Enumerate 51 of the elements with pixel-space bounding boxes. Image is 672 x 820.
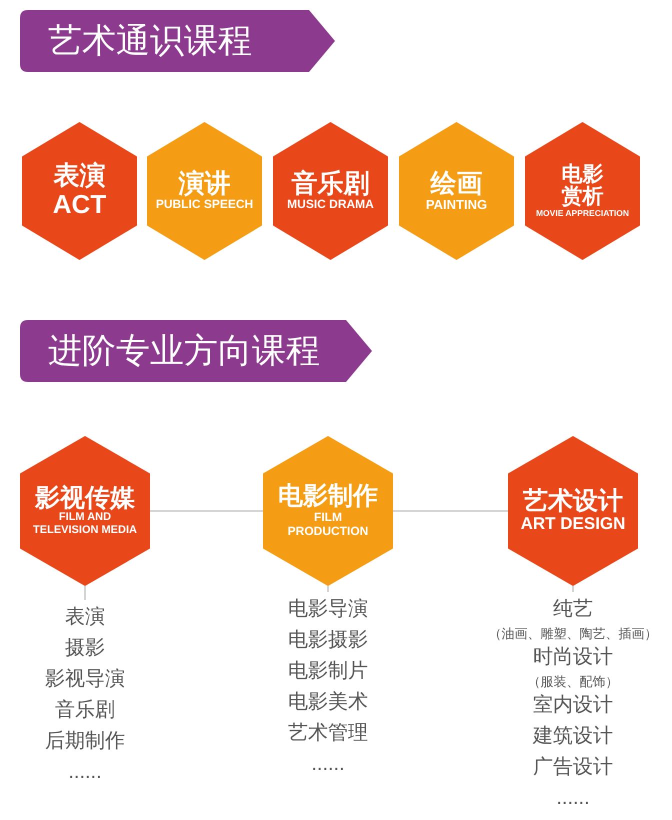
- course-title: 电影赏析: [560, 164, 604, 208]
- section-title: 进阶专业方向课程: [48, 331, 320, 372]
- english-subtitle: PAINTING: [426, 196, 488, 212]
- course-hexagon: [508, 436, 638, 586]
- course-hexagon: [263, 436, 393, 586]
- course-item: 纯艺: [552, 597, 594, 622]
- course-item: 音乐剧: [54, 698, 116, 723]
- course-hexagon: [147, 122, 262, 260]
- course-item: 表演: [64, 605, 106, 630]
- title-banner: [20, 320, 372, 382]
- course-item: 电影摄影: [287, 628, 369, 653]
- course-item: 后期制作: [44, 729, 126, 754]
- course-item: 摄影: [64, 636, 106, 661]
- course-title: 表演: [54, 162, 106, 190]
- course-title: 演讲: [178, 170, 230, 198]
- course-note: （服装、配饰）: [526, 673, 620, 690]
- course-item: 室内设计: [532, 693, 614, 718]
- english-subtitle: FILM PRODUCTION: [286, 510, 370, 539]
- english-subtitle: FILM AND TELEVISION MEDIA: [32, 510, 138, 538]
- course-item: 时尚设计: [532, 645, 614, 670]
- course-item: ......: [310, 752, 346, 777]
- course-hexagon: [273, 122, 388, 260]
- course-title: 音乐剧: [292, 170, 370, 198]
- course-hexagon: [399, 122, 514, 260]
- connector-line: [84, 586, 86, 600]
- course-hexagon: [525, 122, 640, 260]
- course-item: 广告设计: [532, 755, 614, 780]
- connector-line: [150, 510, 263, 512]
- course-item: ......: [555, 786, 591, 811]
- section-title: 艺术通识课程: [48, 21, 252, 62]
- course-title: 影视传媒: [35, 484, 135, 511]
- english-subtitle: MUSIC DRAMA: [287, 197, 374, 212]
- english-subtitle: PUBLIC SPEECH: [156, 197, 254, 212]
- english-subtitle: ACT: [52, 189, 106, 220]
- title-banner: [20, 10, 335, 72]
- course-hexagon: [22, 122, 137, 260]
- course-item: 建筑设计: [532, 724, 614, 749]
- course-hexagon: [20, 436, 150, 586]
- course-item: 电影制片: [287, 659, 369, 684]
- course-item: ......: [67, 760, 103, 785]
- course-title: 绘画: [430, 170, 482, 197]
- course-title: 艺术设计: [523, 488, 623, 514]
- english-subtitle: ART DESIGN: [520, 514, 626, 534]
- course-item: 电影导演: [287, 597, 369, 622]
- course-item: 影视导演: [44, 667, 126, 692]
- english-subtitle: MOVIE APPRECIATION: [536, 208, 630, 218]
- course-note: （油画、雕塑、陶艺、插画）: [488, 625, 658, 642]
- course-title: 电影制作: [278, 483, 378, 510]
- connector-line: [393, 510, 508, 512]
- course-item: 艺术管理: [287, 721, 369, 746]
- course-item: 电影美术: [287, 690, 369, 715]
